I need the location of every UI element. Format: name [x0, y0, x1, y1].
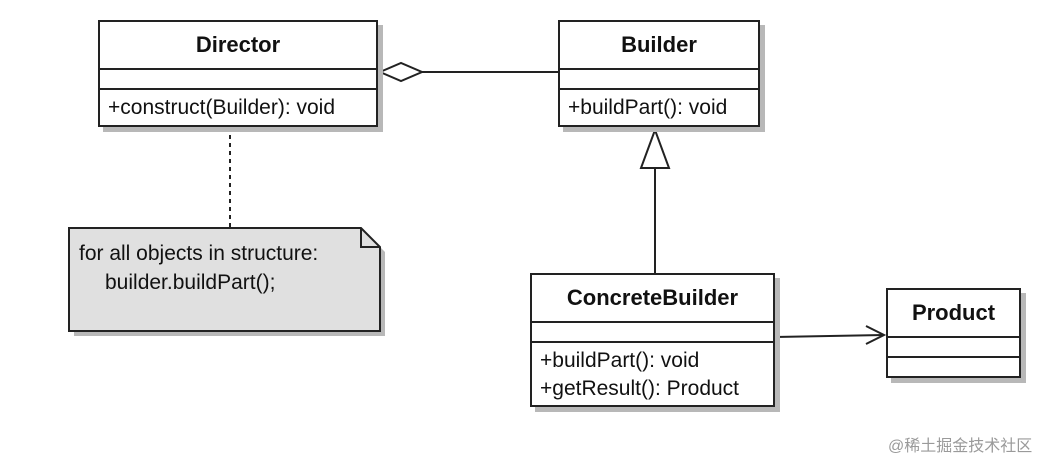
note-text: for all objects in structure: builder.bu… [79, 239, 318, 297]
operations-compartment: +buildPart(): void +getResult(): Product [532, 343, 773, 403]
operation: +buildPart(): void [540, 349, 700, 372]
class-product: Product [886, 288, 1021, 378]
class-name: ConcreteBuilder [532, 275, 773, 323]
class-builder: Builder +buildPart(): void [558, 20, 760, 127]
generalization-arrowhead [639, 127, 671, 169]
attributes-compartment [100, 70, 376, 90]
class-name: Director [100, 22, 376, 70]
class-concrete-builder: ConcreteBuilder +buildPart(): void +getR… [530, 273, 775, 407]
watermark: @稀土掘金技术社区 [888, 438, 1033, 455]
operations-compartment: +buildPart(): void [560, 90, 758, 122]
aggregation-diamond [377, 61, 425, 83]
association-arrowhead [865, 325, 887, 345]
attributes-compartment [888, 338, 1019, 358]
operation: +getResult(): Product [540, 377, 740, 400]
operation: +buildPart(): void [568, 96, 728, 119]
attributes-compartment [560, 70, 758, 90]
note-fold [360, 228, 380, 248]
note-line: builder.buildPart(); [105, 271, 276, 294]
note-line: for all objects in structure: [79, 242, 319, 265]
operations-compartment: +construct(Builder): void [100, 90, 376, 122]
class-director: Director +construct(Builder): void [98, 20, 378, 127]
class-name: Product [888, 290, 1019, 338]
note-shape [68, 227, 381, 332]
class-name: Builder [560, 22, 758, 70]
attributes-compartment [532, 323, 773, 343]
association-line [774, 334, 885, 338]
operation: +construct(Builder): void [108, 96, 336, 119]
